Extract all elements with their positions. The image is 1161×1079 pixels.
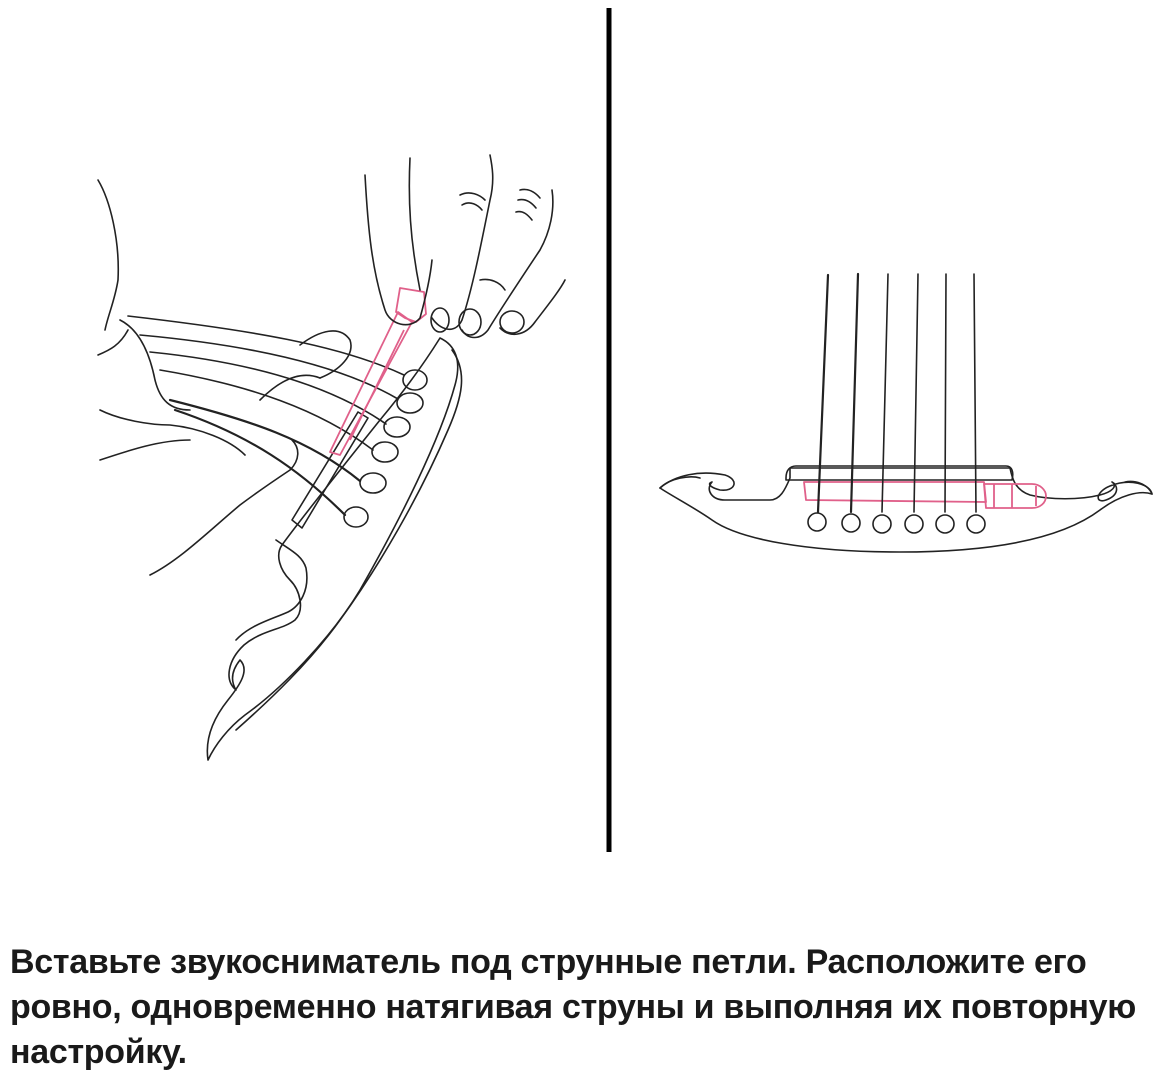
right-bridge-pins — [807, 512, 986, 534]
instruction-caption: Вставьте звукосниматель под струнные пет… — [10, 943, 1137, 1071]
left-bridge-pins — [343, 369, 428, 528]
right-bridge-left-tip — [659, 476, 701, 489]
left-pickup-icon — [329, 287, 427, 456]
left-bridge-curl — [235, 539, 308, 641]
instruction-illustration — [97, 8, 1153, 852]
left-bridge-outline — [206, 337, 459, 761]
left-hand-fingers — [364, 154, 566, 339]
right-saddle — [785, 465, 1014, 481]
right-pickup-icon — [803, 481, 1047, 509]
left-hand-palm — [97, 179, 352, 576]
left-saddle-slot — [291, 411, 369, 529]
right-bridge-right-tip — [1124, 480, 1153, 495]
right-strings — [816, 272, 977, 514]
left-panel-hand-inserting-pickup — [97, 154, 566, 761]
right-bridge-outline — [659, 467, 1153, 553]
right-panel-bridge-front-view — [659, 272, 1153, 553]
left-bridge-inner-line — [235, 349, 463, 731]
